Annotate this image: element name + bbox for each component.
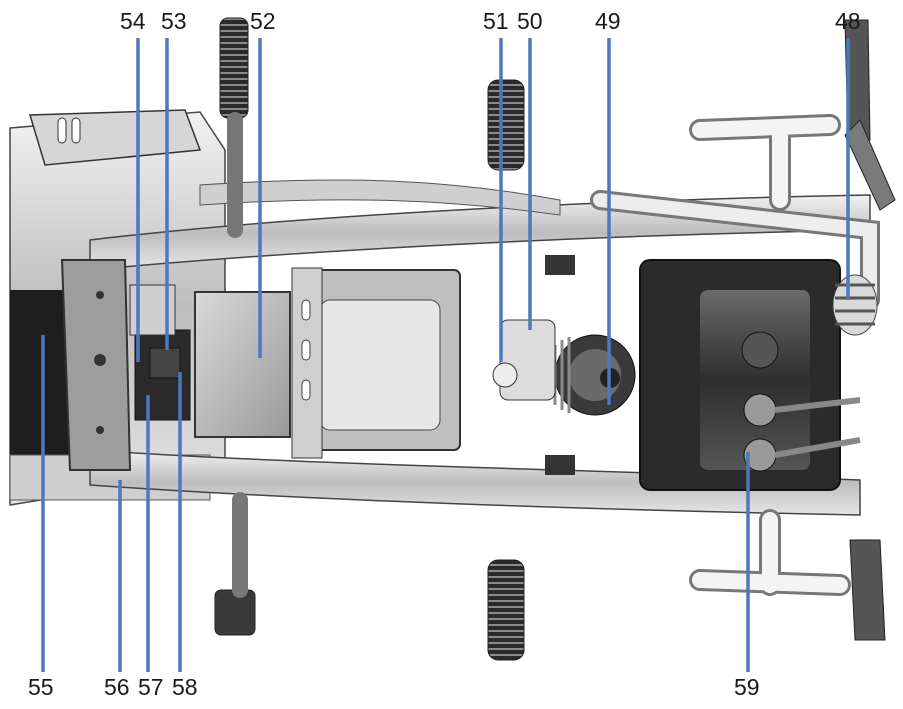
callout-55: 55	[28, 674, 54, 700]
engine-block	[492, 255, 878, 491]
callout-54: 54	[120, 8, 146, 34]
footpegs	[214, 17, 525, 661]
callout-49: 49	[595, 8, 621, 34]
callout-53: 53	[161, 8, 187, 34]
callout-52: 52	[250, 8, 276, 34]
leader-lines	[41, 38, 850, 672]
crash-bars	[590, 114, 880, 596]
front-fork	[844, 19, 896, 641]
callout-59: 59	[734, 674, 760, 700]
callout-51: 51	[483, 8, 509, 34]
callout-48: 48	[835, 8, 861, 34]
callout-50: 50	[517, 8, 543, 34]
battery-tray	[291, 267, 461, 459]
callout-56: 56	[104, 674, 130, 700]
callout-57: 57	[138, 674, 164, 700]
callout-58: 58	[172, 674, 198, 700]
